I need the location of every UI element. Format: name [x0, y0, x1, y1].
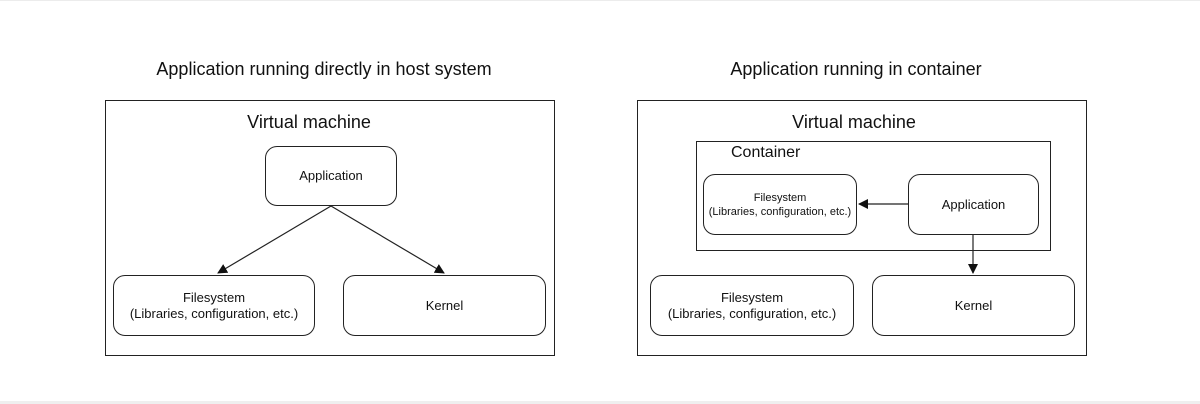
right-vm-label: Virtual machine: [792, 112, 916, 132]
container-box: [696, 141, 1051, 251]
right-kernel-node: Kernel: [872, 275, 1075, 336]
left-application-node: Application: [265, 146, 397, 206]
bottom-divider: [0, 401, 1200, 404]
container-filesystem-node: Filesystem (Libraries, configuration, et…: [703, 174, 857, 235]
left-filesystem-node: Filesystem (Libraries, configuration, et…: [113, 275, 315, 336]
container-label: Container: [731, 144, 801, 161]
left-kernel-label: Kernel: [425, 297, 464, 313]
right-filesystem-node: Filesystem (Libraries, configuration, et…: [650, 275, 854, 336]
right-filesystem-subtitle: (Libraries, configuration, etc.): [667, 305, 837, 321]
top-divider: [0, 0, 1200, 1]
left-application-label: Application: [299, 168, 363, 183]
right-vm-box: [637, 100, 1087, 356]
right-kernel-label: Kernel: [954, 297, 993, 313]
left-diagram-title: Application running directly in host sys…: [156, 59, 492, 79]
right-diagram-title: Application running in container: [730, 59, 982, 79]
left-filesystem-title: Filesystem: [182, 289, 246, 305]
left-vm-label: Virtual machine: [247, 112, 371, 132]
container-filesystem-subtitle: (Libraries, configuration, etc.): [708, 205, 852, 218]
left-vm-box: [105, 100, 555, 356]
left-filesystem-subtitle: (Libraries, configuration, etc.): [129, 305, 299, 321]
right-filesystem-title: Filesystem: [720, 289, 784, 305]
container-application-node: Application: [908, 174, 1039, 235]
container-filesystem-title: Filesystem: [753, 191, 807, 204]
container-application-label: Application: [941, 196, 1006, 212]
left-kernel-node: Kernel: [343, 275, 546, 336]
